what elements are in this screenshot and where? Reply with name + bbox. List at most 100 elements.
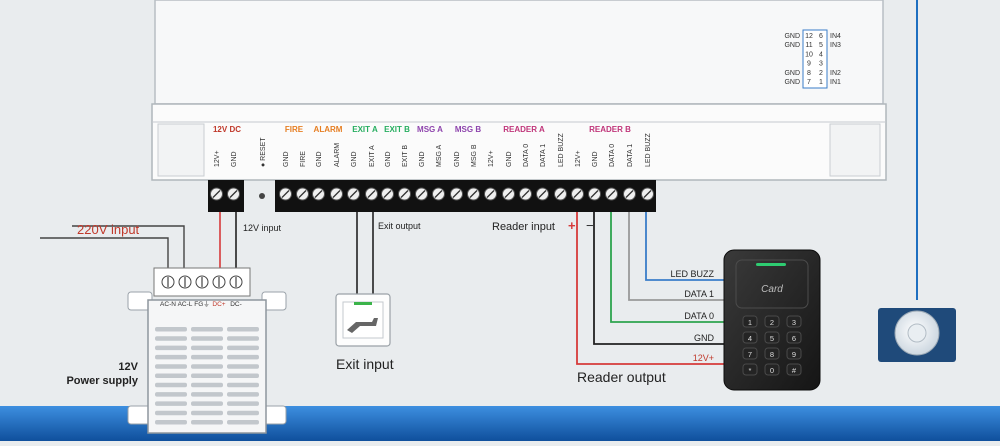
jumper-pin-right: 5 (819, 42, 823, 49)
label-220v-input: 220V input (77, 222, 140, 237)
psu-vent-slot (227, 401, 259, 406)
jumper-input-label: IN3 (830, 42, 841, 49)
smoke-detector-center (907, 323, 927, 343)
terminal-label: GND (454, 151, 461, 167)
panel-blank-right (829, 123, 881, 177)
jumper-gnd-label: GND (784, 33, 800, 40)
terminal-label: DATA 0 (523, 144, 530, 167)
psu-vent-slot (227, 336, 259, 341)
psu-vent-slot (227, 345, 259, 351)
terminal-label: GND (592, 151, 599, 167)
keypad-key-label: # (792, 366, 797, 375)
keypad-key (786, 347, 802, 360)
jumper-input-label: IN1 (830, 79, 841, 86)
terminal-screw-slot (625, 190, 634, 198)
wires (40, 212, 724, 365)
psu-terminal-label: DC+ (212, 301, 225, 308)
jumper-pin-right: 6 (819, 33, 823, 40)
terminal-label: FIRE (300, 151, 307, 167)
terminal-screw-slot (332, 190, 341, 198)
terminal-label: EXIT A (369, 145, 376, 167)
terminal-group-label: EXIT A (352, 125, 378, 134)
exit-input-label: Exit input (336, 356, 394, 372)
terminal-group-label: ALARM (314, 125, 343, 134)
psu-vent-slot (227, 420, 259, 425)
jumper-gnd-label: GND (784, 79, 800, 86)
reader-wire-label: LED BUZZ (670, 269, 714, 279)
psu-vent-slot (227, 354, 259, 360)
wire-gnd (593, 212, 724, 345)
reader-output-label: Reader output (577, 369, 666, 385)
keypad-key-label: 2 (770, 318, 774, 327)
terminal-screw-slot (229, 190, 238, 198)
keypad-key-label: 8 (770, 350, 774, 359)
terminal-label: ALARM (334, 143, 341, 167)
jumper-pin-right: 1 (819, 79, 823, 86)
controller-terminal-panel (151, 103, 887, 181)
jumper-frame (802, 29, 828, 89)
psu-terminal-label: AC-N (160, 301, 176, 308)
keypad-key (786, 315, 802, 328)
terminal-screw-slot (400, 190, 409, 198)
wire-220v-b (40, 237, 169, 268)
psu-terminal-label: AC-L (178, 301, 193, 308)
keypad-key-label: 7 (748, 350, 752, 359)
reader-wire-label: DATA 1 (684, 289, 714, 299)
terminal-label: EXIT B (402, 145, 409, 167)
terminal-screw-slot (607, 190, 616, 198)
terminal-screw-slot (590, 190, 599, 198)
psu-vent-slot (155, 401, 187, 406)
terminal-screw-slot (367, 190, 376, 198)
keypad-key-label: 5 (770, 334, 774, 343)
card-reader-window (735, 259, 809, 309)
psu-vent-slot (155, 382, 187, 388)
terminal-group-label: READER A (503, 125, 545, 134)
terminal-label: GND (506, 151, 513, 167)
jumper-gnd-label: GND (784, 70, 800, 77)
psu-vent-slot (155, 345, 187, 351)
terminal-screw-slot (486, 190, 495, 198)
keypad-key (742, 363, 758, 376)
jumper-pin-left: 10 (805, 51, 813, 58)
jumper-pin-right: 3 (819, 61, 823, 68)
terminal-label: MSG A (436, 144, 443, 167)
terminal-label: GND (385, 151, 392, 167)
jumper-input-label: IN4 (830, 33, 841, 40)
label-exit-output: Exit output (378, 221, 421, 231)
psu-vent-slot (155, 327, 187, 332)
psu-vents (155, 327, 259, 425)
terminal-label: GND (351, 151, 358, 167)
terminal-label: DATA 1 (540, 144, 547, 167)
card-label: Card (761, 284, 783, 295)
terminal-screw-slot (469, 190, 478, 198)
terminal-screw-slot (504, 190, 513, 198)
wire-220v-a (72, 225, 185, 268)
key-icon (347, 318, 378, 333)
terminal-label: DATA 0 (609, 144, 616, 167)
terminal-label: MSG B (471, 144, 478, 167)
terminal-screw-slot (212, 190, 221, 198)
terminal-group-label: EXIT B (384, 125, 410, 134)
psu-vent-slot (191, 373, 223, 378)
keypad-key-label: 0 (770, 366, 774, 375)
keypad-key (742, 331, 758, 344)
psu-vent-slot (155, 392, 187, 397)
psu-vent-slot (191, 392, 223, 397)
wire-12v (576, 212, 724, 365)
psu-vent-slot (191, 345, 223, 351)
keypad-key-label: 6 (792, 334, 796, 343)
psu-terminal-label: FG⏚ (194, 300, 210, 308)
keypad-key (786, 363, 802, 376)
psu-vent-slot (191, 336, 223, 341)
panel-blank-left (157, 123, 205, 177)
exit-button (335, 293, 391, 347)
terminal-label: 12V+ (488, 150, 495, 167)
terminal-screw-slot (452, 190, 461, 198)
jumper-pin-right: 2 (819, 70, 823, 77)
